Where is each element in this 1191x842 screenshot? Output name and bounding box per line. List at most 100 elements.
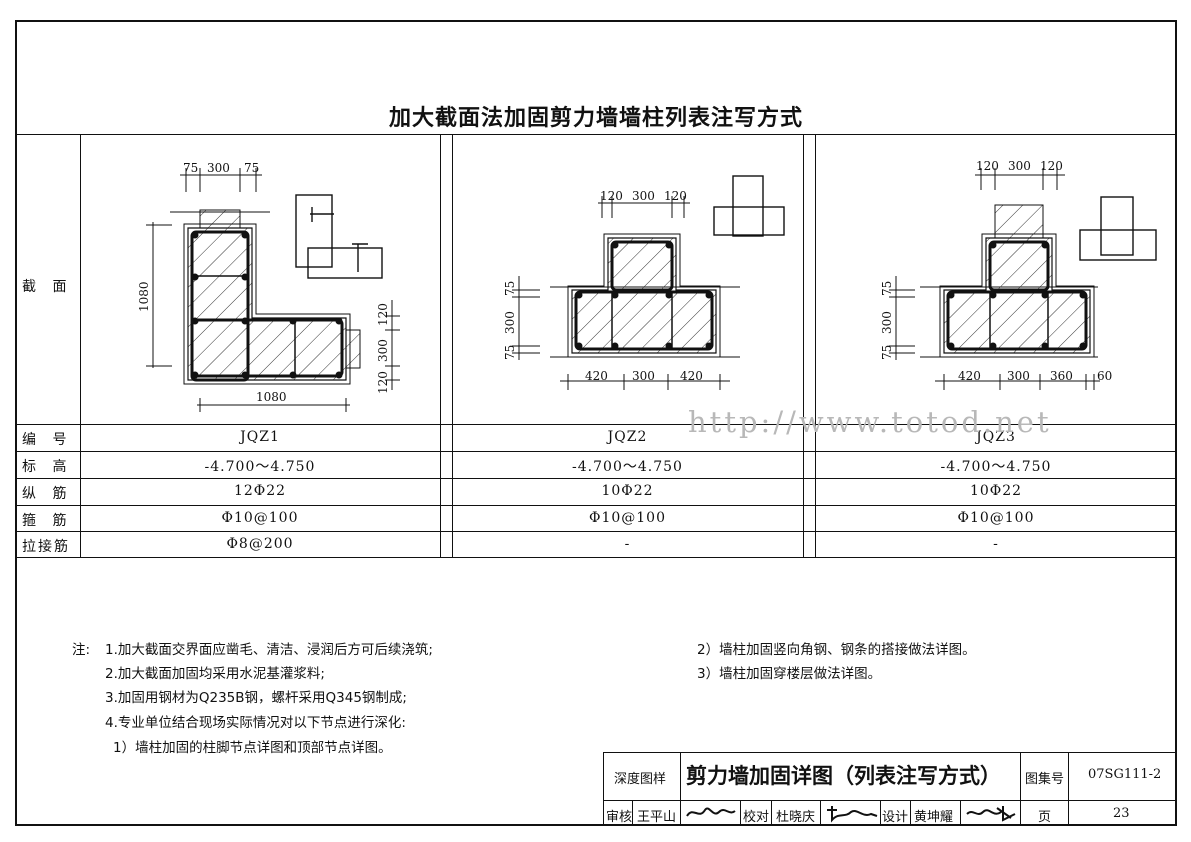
jqz2-dim-bottom-3: 420: [680, 369, 703, 383]
tb-vline: [740, 800, 741, 826]
jqz2-dim-bottom-2: 300: [632, 369, 655, 383]
jqz3-dim-bottom-1: 420: [958, 369, 981, 383]
jqz2-dim-top-2: 300: [632, 189, 655, 203]
row-divider: [15, 531, 1177, 532]
jqz1-section-drawing: [146, 168, 400, 412]
col3-tie-bar: -: [993, 536, 999, 552]
col3-long-bar: 10Φ22: [969, 483, 1023, 499]
jqz1-dim-top-2: 300: [207, 161, 230, 175]
row-divider: [15, 451, 1177, 452]
col1-tie-bar: Φ8@200: [226, 536, 294, 552]
jqz3-dim-left-2: 300: [880, 311, 894, 334]
design-signature: [966, 806, 1016, 822]
row-label-elevation: 标 高: [22, 459, 73, 475]
label-column-divider: [80, 134, 81, 557]
tb-check-label: 校对: [743, 810, 770, 825]
tb-check-name: 杜晓庆: [776, 810, 816, 825]
note-right-2: 3）墙柱加固穿楼层做法详图。: [697, 666, 882, 682]
col-divider-2b: [815, 134, 816, 557]
jqz3-dim-top-2: 300: [1008, 159, 1031, 173]
tb-page-no: 23: [1113, 806, 1130, 821]
col2-id: JQZ2: [607, 429, 648, 445]
title-block: [603, 752, 1177, 826]
jqz2-dim-left-2: 300: [503, 311, 517, 334]
col1-stirrup: Φ10@100: [221, 510, 299, 526]
jqz2-dimensions: 120 300 120 75 300 75 420 300 420: [503, 189, 703, 383]
note-left-3: 3.加固用钢材为Q235B钢，螺杆采用Q345钢制成;: [105, 690, 407, 706]
tb-review-name: 王平山: [637, 810, 677, 825]
jqz3-dim-bottom-4: 60: [1097, 369, 1112, 383]
jqz3-dim-bottom-2: 300: [1007, 369, 1030, 383]
jqz3-dim-left-3: 75: [880, 345, 894, 360]
col1-id: JQZ1: [240, 429, 280, 445]
jqz1-dim-top-1: 75: [183, 161, 198, 175]
jqz1-dim-right-2: 300: [376, 339, 390, 362]
tb-vline: [910, 800, 911, 826]
tb-vline: [960, 800, 961, 826]
table-bottom: [15, 557, 1177, 558]
col-divider-2a: [803, 134, 804, 557]
row-divider: [15, 478, 1177, 479]
title-divider: [15, 134, 1177, 135]
col1-elevation: -4.700～4.750: [204, 459, 316, 475]
page-title: 加大截面法加固剪力墙墙柱列表注写方式: [388, 106, 803, 131]
notes-prefix: 注:: [72, 642, 91, 658]
row-divider: [15, 424, 1177, 425]
tb-drawing-title: 剪力墙加固详图（列表注写方式）: [686, 764, 1001, 788]
tb-vline: [1020, 752, 1021, 826]
col-divider-1b: [452, 134, 453, 557]
jqz2-dim-bottom-1: 420: [585, 369, 608, 383]
col2-long-bar: 10Φ22: [601, 483, 654, 499]
tb-vline: [632, 800, 633, 826]
col2-stirrup: Φ10@100: [588, 510, 666, 526]
note-left-1: 1.加大截面交界面应凿毛、清洁、浸润后方可后续浇筑;: [105, 642, 433, 658]
tb-design-label: 设计: [882, 810, 909, 825]
tb-vline: [771, 800, 772, 826]
jqz1-dimensions: 75 300 75 1080 1080 120 300 120: [137, 161, 390, 404]
jqz1-dim-right-3: 120: [376, 371, 390, 394]
jqz2-dim-top-1: 120: [600, 189, 623, 203]
note-left-5: 1）墙柱加固的柱脚节点详图和顶部节点详图。: [113, 740, 392, 756]
check-signature: [827, 806, 878, 823]
tb-page-label: 页: [1038, 810, 1052, 825]
review-signature: [686, 807, 736, 817]
tb-design-name: 黄坤耀: [914, 810, 954, 825]
watermark: http://www.totod.net: [688, 405, 1052, 439]
jqz2-dim-left-1: 75: [503, 281, 517, 296]
col3-elevation: -4.700～4.750: [940, 459, 1052, 475]
tb-vline: [680, 800, 681, 826]
col-divider-1a: [440, 134, 441, 557]
jqz3-dim-left-1: 75: [880, 281, 894, 296]
jqz1-dim-height: 1080: [137, 281, 151, 312]
row-label-stirrup: 箍 筋: [22, 513, 73, 529]
col3-stirrup: Φ10@100: [957, 510, 1035, 526]
tb-vline: [880, 800, 881, 826]
col2-elevation: -4.700～4.750: [572, 459, 683, 475]
tb-atlas-label: 图集号: [1025, 772, 1065, 787]
row-label-id: 编 号: [22, 432, 73, 448]
tb-vline: [1068, 752, 1069, 826]
jqz2-dim-top-3: 120: [664, 189, 687, 203]
jqz1-dim-top-3: 75: [244, 161, 259, 175]
jqz2-section-drawing: [512, 175, 785, 390]
jqz1-dim-right-1: 120: [376, 303, 390, 326]
col3-id: JQZ3: [976, 429, 1016, 445]
col1-long-bar: 12Φ22: [233, 483, 287, 499]
tb-vline: [820, 800, 821, 826]
jqz2-dim-left-3: 75: [503, 345, 517, 360]
tb-review-label: 审核: [606, 810, 633, 825]
jqz3-section-drawing: [889, 168, 1157, 390]
row-label-long-bar: 纵 筋: [22, 486, 73, 502]
row-label-tie-bar: 拉接筋: [22, 539, 70, 555]
col2-tie-bar: -: [624, 536, 631, 552]
tb-depth-label: 深度图样: [614, 772, 667, 787]
title-block-divider: [603, 800, 1177, 801]
note-right-1: 2）墙柱加固竖向角钢、钢条的搭接做法详图。: [697, 642, 976, 658]
note-left-2: 2.加大截面加固均采用水泥基灌浆料;: [105, 666, 325, 682]
note-left-4: 4.专业单位结合现场实际情况对以下节点进行深化:: [105, 715, 406, 731]
jqz3-dim-bottom-3: 360: [1050, 369, 1073, 383]
jqz3-dimensions: 120 300 120 75 300 75 420 300 360 60: [880, 159, 1112, 383]
tb-atlas-no: 07SG111-2: [1088, 767, 1162, 782]
row-label-section: 截 面: [22, 279, 73, 295]
